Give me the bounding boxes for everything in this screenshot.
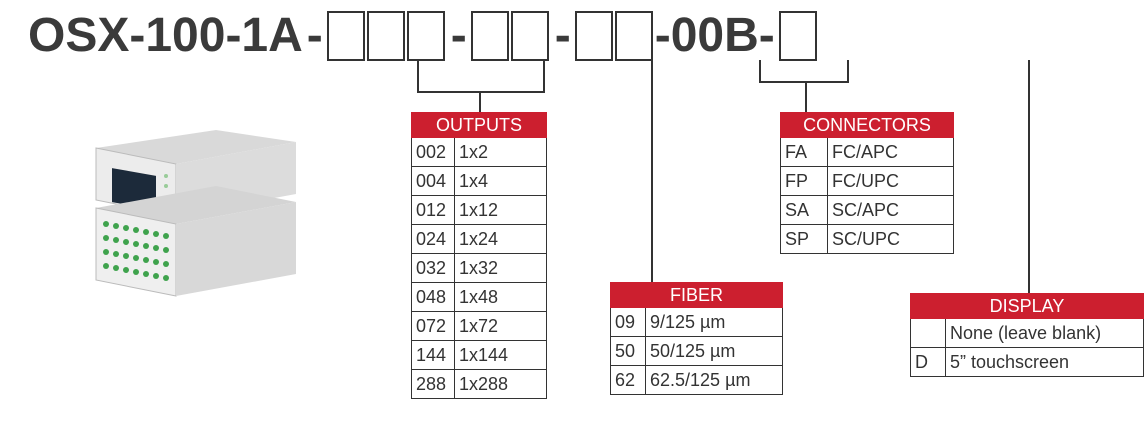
- outputs-box-2[interactable]: [366, 11, 405, 61]
- outputs-bracket: [417, 60, 545, 93]
- connectors-bracket: [759, 60, 849, 83]
- part-number-prefix: OSX-100-1A: [28, 9, 303, 62]
- outputs-description: 1x48: [454, 282, 547, 312]
- fiber-description: 9/125 µm: [645, 307, 783, 337]
- connectors-description: FC/UPC: [827, 166, 954, 196]
- outputs-code: 032: [411, 253, 455, 283]
- fiber-code: 09: [610, 307, 646, 337]
- connectors-code: FA: [780, 137, 828, 167]
- display-code: [910, 318, 946, 348]
- outputs-description: 1x32: [454, 253, 547, 283]
- connectors-description: SC/UPC: [827, 224, 954, 254]
- display-row: None (leave blank): [910, 318, 1144, 348]
- outputs-description: 1x12: [454, 195, 547, 225]
- outputs-code: 144: [411, 340, 455, 370]
- fiber-description: 50/125 µm: [645, 336, 783, 366]
- outputs-code: 002: [411, 137, 455, 167]
- display-description: None (leave blank): [945, 318, 1144, 348]
- outputs-description: 1x144: [454, 340, 547, 370]
- outputs-description: 1x24: [454, 224, 547, 254]
- outputs-code: 024: [411, 224, 455, 254]
- connectors-title: CONNECTORS: [780, 112, 954, 138]
- outputs-code: 012: [411, 195, 455, 225]
- fiber-code: 50: [610, 336, 646, 366]
- outputs-code: 288: [411, 369, 455, 399]
- fiber-box-2[interactable]: [510, 11, 549, 61]
- outputs-code: 048: [411, 282, 455, 312]
- connectors-code: SA: [780, 195, 828, 225]
- part-number-mid: -00B-: [654, 9, 775, 62]
- connector-box-1[interactable]: [574, 11, 613, 61]
- outputs-code: 072: [411, 311, 455, 341]
- separator: -: [450, 9, 467, 62]
- part-number: OSX-100-1A - - - -00B-: [28, 4, 819, 68]
- fiber-title: FIBER: [610, 282, 783, 308]
- connectors-code: SP: [780, 224, 828, 254]
- separator: -: [554, 9, 571, 62]
- fiber-description: 62.5/125 µm: [645, 365, 783, 395]
- outputs-description: 1x72: [454, 311, 547, 341]
- connectors-code: FP: [780, 166, 828, 196]
- separator: -: [306, 9, 323, 62]
- display-box[interactable]: [778, 11, 817, 61]
- connector-box-2[interactable]: [614, 11, 653, 61]
- display-code: D: [910, 347, 946, 377]
- outputs-code: 004: [411, 166, 455, 196]
- fiber-box-1[interactable]: [470, 11, 509, 61]
- outputs-description: 1x4: [454, 166, 547, 196]
- outputs-box-3[interactable]: [406, 11, 445, 61]
- product-image: [95, 130, 296, 297]
- outputs-description: 1x288: [454, 369, 547, 399]
- outputs-title: OUTPUTS: [411, 112, 547, 138]
- display-title: DISPLAY: [910, 293, 1144, 319]
- connectors-description: SC/APC: [827, 195, 954, 225]
- display-description: 5” touchscreen: [945, 347, 1144, 377]
- connectors-description: FC/APC: [827, 137, 954, 167]
- outputs-box-1[interactable]: [326, 11, 365, 61]
- outputs-description: 1x2: [454, 137, 547, 167]
- fiber-code: 62: [610, 365, 646, 395]
